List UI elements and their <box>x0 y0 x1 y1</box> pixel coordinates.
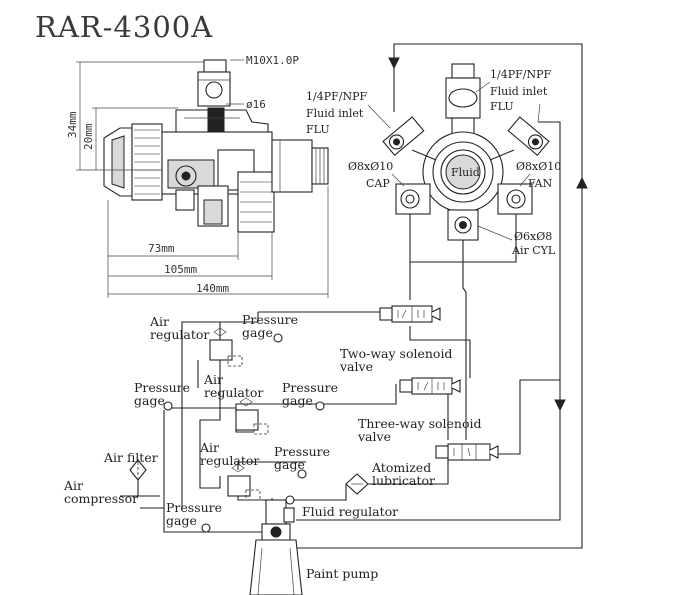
air-regulator-3-symbol <box>227 463 261 501</box>
pressure-gage-2-label-line-2: gage <box>134 393 165 408</box>
air-compressor-label-line-2: compressor <box>64 491 138 506</box>
thread-size-label: M10X1.0P <box>246 54 299 67</box>
spray-gun-drawing <box>103 59 329 233</box>
manifold-drawing <box>382 63 550 241</box>
cap-port-size: Ø8xØ10 <box>348 160 393 173</box>
two-way-valve-label-line-2: valve <box>339 359 373 374</box>
two-way-valve-label: Two-way solenoid valve <box>339 346 456 374</box>
atomized-lubricator-symbol <box>345 473 369 495</box>
three-way-valve-label: Three-way solenoid valve <box>357 416 485 444</box>
atomized-lubricator-label: Atomized lubricator <box>371 460 435 488</box>
two-way-valve-symbol <box>399 377 461 395</box>
pressure-gage-4-label: Pressure gage <box>274 444 334 472</box>
air-regulator-2-symbol <box>235 397 269 435</box>
air-filter-symbol <box>120 459 160 497</box>
fluid-inlet-right-code: FLU <box>490 100 514 113</box>
width-73-label: 73mm <box>148 242 175 255</box>
fluid-inlet-right-name: Fluid inlet <box>490 85 548 98</box>
pressure-gage-4-label-line-2: gage <box>274 457 305 472</box>
three-way-valve-label-line-2: valve <box>357 429 391 444</box>
fluid-inlet-left-thread: 1/4PF/NPF <box>306 90 367 103</box>
gauge-icon <box>201 523 211 533</box>
fluid-inlet-left-name: Fluid inlet <box>306 107 364 120</box>
pressure-gage-5-label: Pressure gage <box>166 500 226 528</box>
manifold-leader-lines <box>367 81 541 241</box>
air-regulator-1-symbol <box>209 327 243 367</box>
pressure-gage-3-label: Pressure gage <box>282 380 342 408</box>
width-140-label: 140mm <box>196 282 229 295</box>
atomized-lubricator-label-line-2: lubricator <box>372 473 435 488</box>
gauge-icon <box>285 495 295 505</box>
air-regulator-2-label-line-2: regulator <box>204 385 263 400</box>
paint-pump-drawing <box>249 499 303 595</box>
width-105-label: 105mm <box>164 263 197 276</box>
cyl-port-code: Air CYL <box>511 244 556 257</box>
cyl-port-size: Ø6xØ8 <box>514 230 552 243</box>
flow-arrows <box>388 57 588 412</box>
air-regulator-3-label-line-2: regulator <box>200 453 259 468</box>
air-regulator-3-label: Air regulator <box>199 440 259 468</box>
air-regulator-1-label-line-2: regulator <box>150 327 209 342</box>
pressure-gage-3-label-line-2: gage <box>282 393 313 408</box>
gun-dimension-lines <box>76 59 329 298</box>
manifold-center-label: Fluid <box>451 166 480 179</box>
schematic-piping <box>140 43 583 549</box>
height-20-label: 20mm <box>82 123 95 150</box>
model-title: RAR-4300A <box>35 10 213 44</box>
fan-port-code: FAN <box>528 177 553 190</box>
three-way-valve-symbol <box>435 443 499 461</box>
gauge-icon <box>273 333 283 343</box>
paint-pump-label: Paint pump <box>306 566 378 581</box>
fluid-inlet-left-code: FLU <box>306 123 330 136</box>
pressure-gage-1-label-line-2: gage <box>242 325 273 340</box>
pressure-gage-5-label-line-2: gage <box>166 513 197 528</box>
air-regulator-2-label: Air regulator <box>203 372 263 400</box>
diameter-label: ø16 <box>246 98 266 111</box>
pressure-gage-1-label: Pressure gage <box>242 312 302 340</box>
gauge-icon <box>163 401 173 411</box>
two-way-valve-top-symbol <box>379 305 441 323</box>
gauge-icon <box>297 469 307 479</box>
air-filter-label: Air filter <box>103 450 158 465</box>
arrow-down-icon <box>554 399 566 412</box>
air-regulator-1-label: Air regulator <box>149 314 209 342</box>
pressure-gage-2-label: Pressure gage <box>134 380 194 408</box>
air-compressor-label: Air compressor <box>63 478 138 506</box>
gauge-icon <box>315 401 325 411</box>
arrow-down-icon <box>388 57 400 70</box>
arrow-up-icon <box>576 176 588 189</box>
pressure-gage-symbols <box>163 333 325 533</box>
fluid-inlet-right-thread: 1/4PF/NPF <box>490 68 551 81</box>
fluid-regulator-label: Fluid regulator <box>302 504 398 519</box>
height-34-label: 34mm <box>66 111 79 138</box>
fan-port-size: Ø8xØ10 <box>516 160 561 173</box>
cap-port-code: CAP <box>366 177 390 190</box>
